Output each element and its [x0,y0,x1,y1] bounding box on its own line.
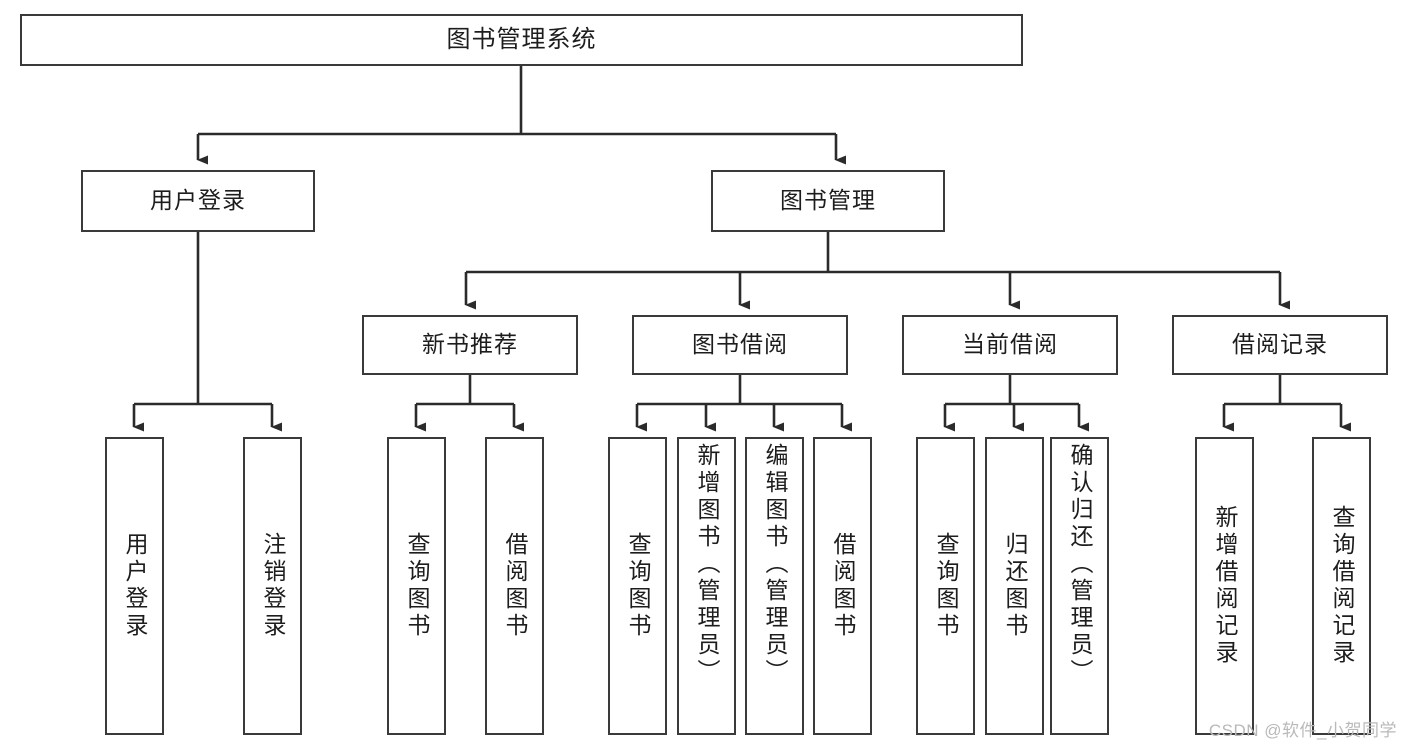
leaf-record-add[interactable]: 新增借阅记录 [1195,437,1254,735]
node-borrow-record[interactable]: 借阅记录 [1172,315,1388,375]
node-label: 注销登录 [260,532,286,640]
node-label: 确认归还（管理员） [1067,443,1093,686]
node-label: 查询借阅记录 [1329,505,1355,667]
leaf-borrow-edit-book[interactable]: 编辑图书（管理员） [745,437,804,735]
node-label: 新书推荐 [422,331,518,358]
watermark-text: CSDN @软件_小贺同学 [1208,721,1397,740]
leaf-logout[interactable]: 注销登录 [243,437,302,735]
leaf-current-confirm-return[interactable]: 确认归还（管理员） [1050,437,1109,735]
node-label: 图书管理系统 [446,25,597,53]
leaf-borrow-add-book[interactable]: 新增图书（管理员） [677,437,736,735]
node-label: 借阅图书 [830,532,856,640]
node-new-book-recommend[interactable]: 新书推荐 [362,315,578,375]
node-label: 图书借阅 [692,331,788,358]
leaf-borrow-query-book[interactable]: 查询图书 [608,437,667,735]
node-label: 借阅图书 [502,532,528,640]
node-label: 用户登录 [150,187,246,214]
node-label: 新增借阅记录 [1212,505,1238,667]
node-label: 查询图书 [625,532,651,640]
node-book-management[interactable]: 图书管理 [711,170,945,232]
node-root-system[interactable]: 图书管理系统 [20,14,1023,66]
node-label: 图书管理 [780,187,876,214]
leaf-current-return-book[interactable]: 归还图书 [985,437,1044,735]
leaf-borrow-borrow-book[interactable]: 借阅图书 [813,437,872,735]
node-label: 用户登录 [122,532,148,640]
leaf-new-book-query[interactable]: 查询图书 [387,437,446,735]
leaf-user-login[interactable]: 用户登录 [105,437,164,735]
leaf-current-query-book[interactable]: 查询图书 [916,437,975,735]
node-label: 归还图书 [1002,532,1028,640]
node-label: 查询图书 [933,532,959,640]
leaf-new-book-borrow[interactable]: 借阅图书 [485,437,544,735]
node-user-login[interactable]: 用户登录 [81,170,315,232]
node-label: 当前借阅 [962,331,1058,358]
node-book-borrow[interactable]: 图书借阅 [632,315,848,375]
leaf-record-query[interactable]: 查询借阅记录 [1312,437,1371,735]
node-label: 查询图书 [404,532,430,640]
node-label: 新增图书（管理员） [694,443,720,686]
node-current-borrow[interactable]: 当前借阅 [902,315,1118,375]
node-label: 借阅记录 [1232,331,1328,358]
node-label: 编辑图书（管理员） [762,443,788,686]
